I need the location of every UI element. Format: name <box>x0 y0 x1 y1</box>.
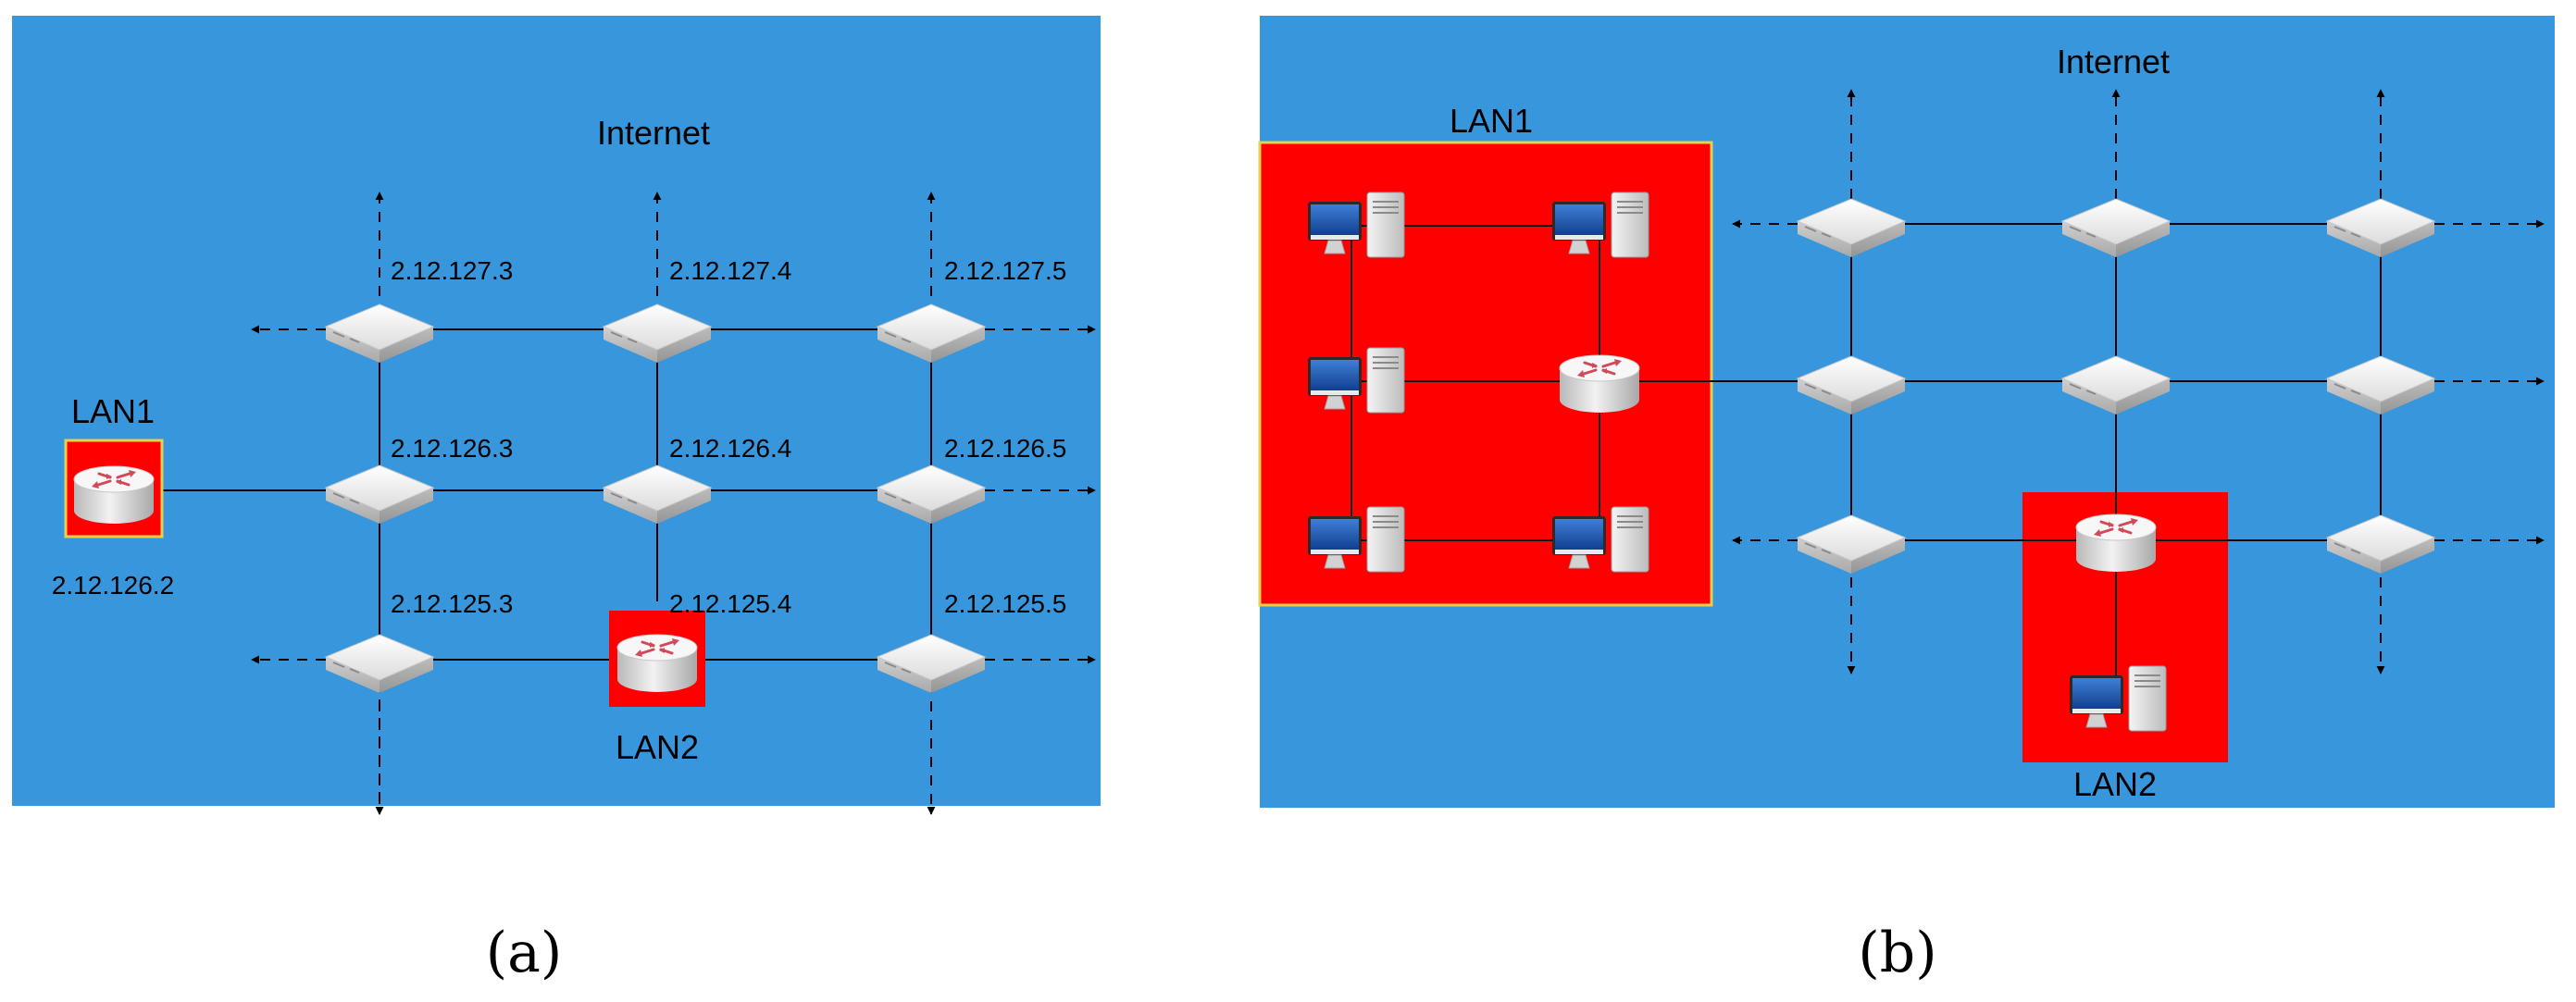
lan1-address: 2.12.126.2 <box>52 571 174 600</box>
switch-address: 2.12.127.5 <box>944 256 1066 285</box>
switch-address: 2.12.126.4 <box>669 434 791 463</box>
switch-address: 2.12.127.4 <box>669 256 791 285</box>
router-icon <box>72 464 156 526</box>
switch-address: 2.12.125.3 <box>391 589 513 618</box>
router-icon <box>616 633 699 694</box>
lan2-label: LAN2 <box>616 728 699 766</box>
lan1-label: LAN1 <box>1450 102 1533 140</box>
switch-address: 2.12.127.3 <box>391 256 513 285</box>
router-icon <box>2074 513 2158 574</box>
panel-a-caption: (a) <box>486 921 563 985</box>
switch-address: 2.12.125.5 <box>944 589 1066 618</box>
switch-address: 2.12.126.5 <box>944 434 1066 463</box>
switch-address-labels: 2.12.127.3 2.12.127.4 2.12.127.5 2.12.12… <box>391 256 1066 618</box>
router-icon <box>1558 353 1641 414</box>
panel-b-internet-label: Internet <box>2057 43 2170 80</box>
panel-b-caption: (b) <box>1858 921 1936 985</box>
panel-a-internet-label: Internet <box>597 114 710 152</box>
switch-address: 2.12.126.3 <box>391 434 513 463</box>
panel-b: Internet LAN1 LAN2 <box>1258 16 2555 985</box>
panel-a: Internet <box>12 16 1101 985</box>
switch-address: 2.12.125.4 <box>669 589 791 618</box>
lan1-label: LAN1 <box>71 392 155 430</box>
lan2-label: LAN2 <box>2073 765 2157 803</box>
